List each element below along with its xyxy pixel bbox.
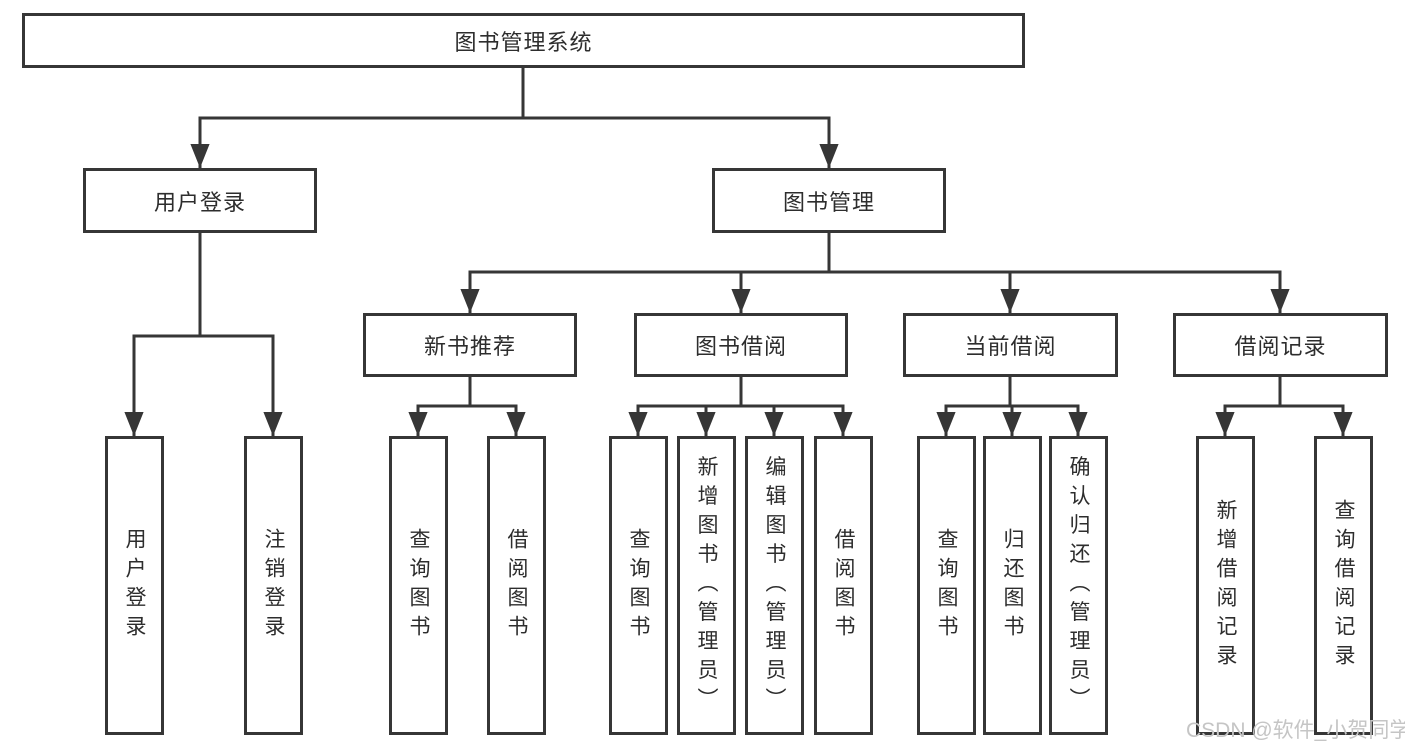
leaf-record-query-record: 查询借阅记录 (1314, 436, 1373, 735)
leaf-label: 新增借阅记录 (1214, 498, 1237, 673)
leaf-label: 借阅图书 (505, 527, 528, 644)
node-borrow-record: 借阅记录 (1173, 313, 1388, 377)
leaf-current-return-books: 归还图书 (983, 436, 1042, 735)
leaf-label: 查询图书 (627, 527, 650, 644)
leaf-user-login: 用户登录 (105, 436, 164, 735)
leaf-logout: 注销登录 (244, 436, 303, 735)
node-new-book-recommend: 新书推荐 (363, 313, 577, 377)
csdn-watermark: CSDN @软件_小贺同学 (1186, 719, 1405, 742)
leaf-record-add-record: 新增借阅记录 (1196, 436, 1255, 735)
leaf-label: 归还图书 (1001, 527, 1024, 644)
leaf-label: 查询借阅记录 (1332, 498, 1355, 673)
leaf-label: 用户登录 (123, 527, 146, 644)
leaf-label: 查询图书 (935, 527, 958, 644)
leaf-newbook-borrow-books: 借阅图书 (487, 436, 546, 735)
leaf-borrow-add-books-admin: 新增图书（管理员） (677, 436, 736, 735)
node-book-management: 图书管理 (712, 168, 946, 233)
node-root-system: 图书管理系统 (22, 13, 1025, 68)
leaf-label: 注销登录 (262, 527, 285, 644)
leaf-label: 确认归还（管理员） (1067, 455, 1090, 716)
leaf-label: 新增图书（管理员） (695, 455, 718, 716)
leaf-borrow-borrow-books: 借阅图书 (814, 436, 873, 735)
leaf-current-confirm-return-admin: 确认归还（管理员） (1049, 436, 1108, 735)
leaf-borrow-edit-books-admin: 编辑图书（管理员） (745, 436, 804, 735)
leaf-current-query-books: 查询图书 (917, 436, 976, 735)
node-current-borrow: 当前借阅 (903, 313, 1118, 377)
leaf-label: 编辑图书（管理员） (763, 455, 786, 716)
leaf-newbook-query-books: 查询图书 (389, 436, 448, 735)
leaf-label: 查询图书 (407, 527, 430, 644)
leaf-label: 借阅图书 (832, 527, 855, 644)
node-book-borrow: 图书借阅 (634, 313, 848, 377)
leaf-borrow-query-books: 查询图书 (609, 436, 668, 735)
node-user-login: 用户登录 (83, 168, 317, 233)
